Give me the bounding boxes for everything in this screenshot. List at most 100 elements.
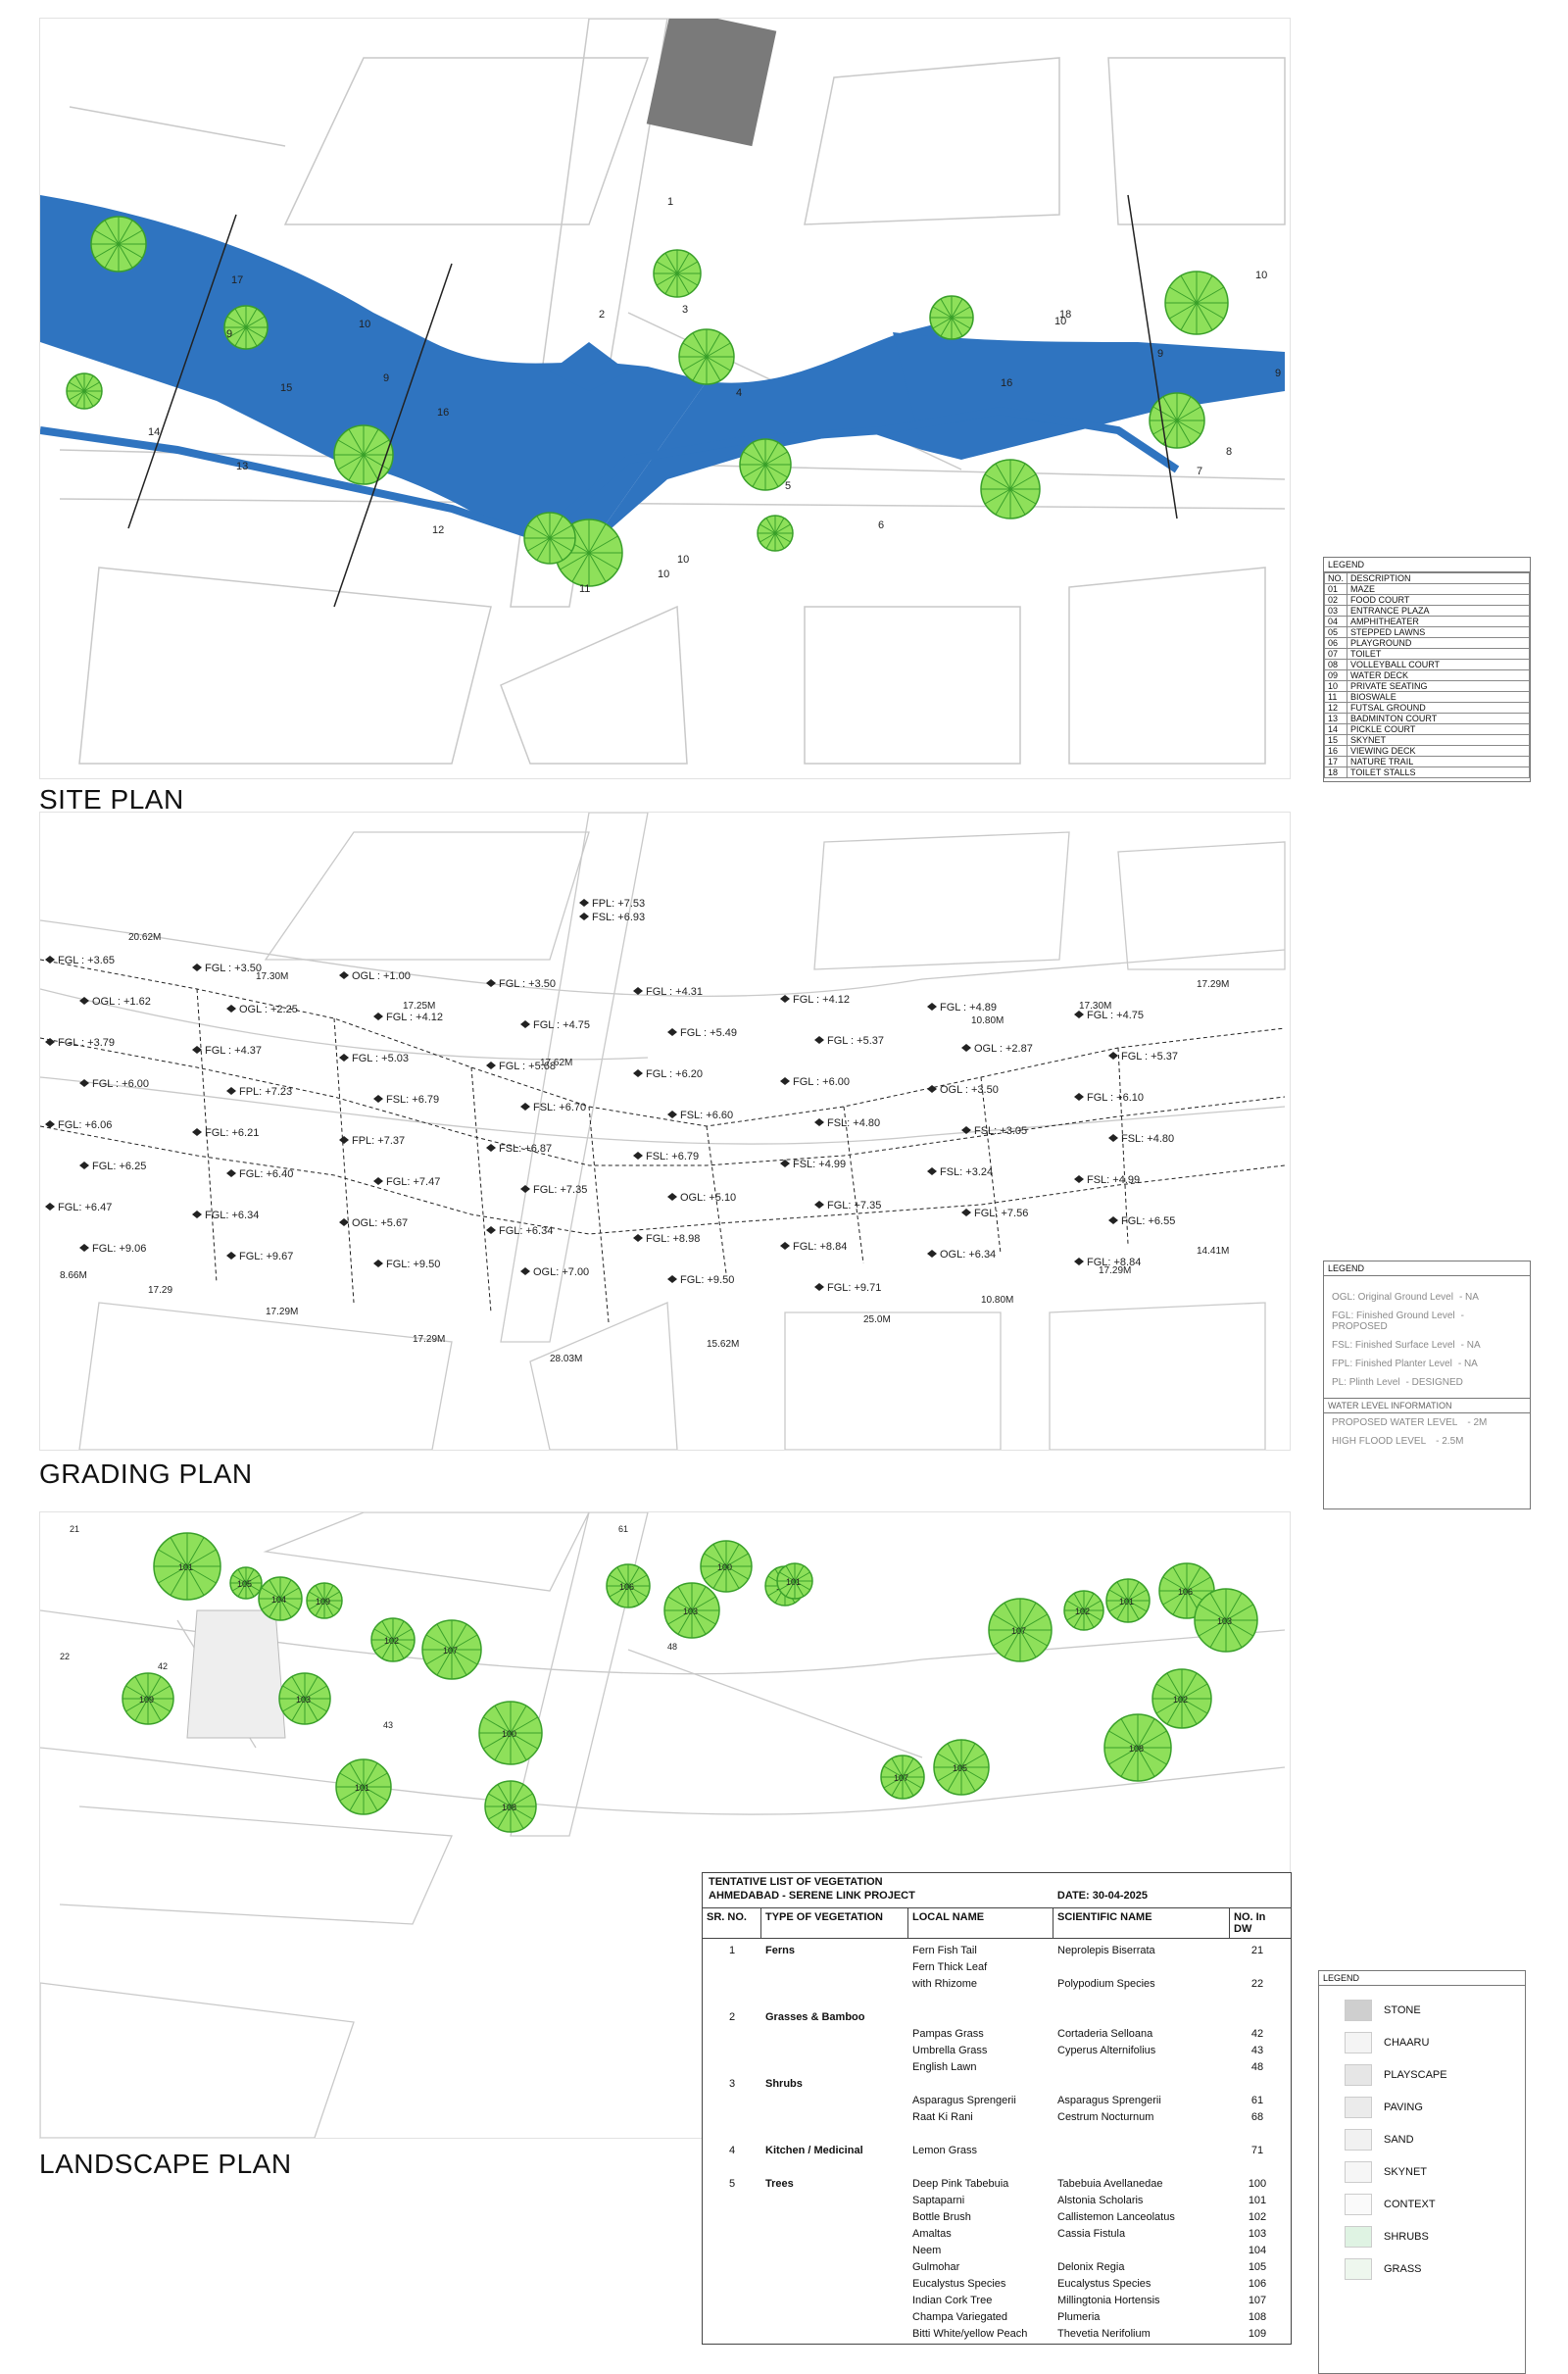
grading-level: FGL : +5.37 [1108,1051,1178,1063]
local-name: Pampas Grass [912,2028,984,2040]
local-name: Bitti White/yellow Peach [912,2328,1028,2340]
grading-level-text: FGL: +6.34 [205,1210,259,1221]
legend-value: - NA [1458,1292,1479,1303]
grading-level: FGL: +6.25 [79,1161,146,1172]
grading-level: FPL: +7.23 [226,1086,292,1098]
tree-symbol [478,1701,543,1765]
grading-level-text: FGL : +3.50 [499,978,556,990]
grading-level: FGL : +5.03 [339,1053,409,1064]
zone-number: 12 [432,524,444,536]
sr-number [703,2293,761,2309]
zone-number: 10 [658,569,669,580]
legend-code: FPL: Finished Planter Level [1332,1359,1452,1369]
legend-description: VIEWING DECK [1347,745,1530,757]
material-label: SAND [1384,2133,1414,2146]
scientific-name: Millingtonia Hortensis [1057,2295,1160,2306]
scientific-name: Tabebuia Avellanedae [1057,2178,1163,2190]
water-label: PROPOSED WATER LEVEL [1332,1417,1458,1428]
tree-code: 106 [619,1582,634,1592]
material-label: CONTEXT [1384,2198,1436,2210]
scientific-name [1054,1959,1230,1976]
material-swatch [1345,2193,1372,2215]
sr-number [703,2276,761,2293]
tree-symbol [421,1619,482,1680]
legend-description: BADMINTON COURT [1347,713,1530,724]
grading-dimension: 17.29M [266,1307,298,1317]
grading-level-text: OGL : +1.62 [92,996,151,1008]
local-name [908,2159,1054,2176]
grading-grid [40,959,1286,1323]
grading-level-text: FGL : +5.37 [827,1035,884,1047]
quantity [1230,1993,1285,2009]
tree-symbol [66,372,103,410]
legend-number: 13 [1323,713,1348,724]
grading-level: FGL : +3.65 [45,955,115,966]
tree-symbol [306,1582,343,1619]
grading-level: FGL : +4.37 [192,1045,262,1057]
site-legend-col-no: NO. [1323,572,1348,584]
grading-legend-item: FGL: Finished Ground Level- PROPOSED [1324,1307,1530,1336]
local-name: Champa Variegated [912,2311,1008,2323]
zone-number: 16 [1001,377,1012,389]
plant-code: 61 [618,1524,628,1534]
zone-number: 7 [1197,466,1202,477]
col-local-name: LOCAL NAME [908,1908,1054,1938]
grading-level-text: OGL : +2.87 [974,1043,1033,1055]
vegetation-type: Shrubs [765,2078,803,2090]
water-value: - 2.5M [1436,1436,1464,1447]
material-legend-item: SKYNET [1319,2155,1525,2188]
grading-level-text: FSL: +6.79 [646,1151,699,1162]
tree-code: 102 [384,1636,399,1646]
site-plan-title: SITE PLAN [39,784,184,815]
grading-legend-header: LEGEND [1324,1261,1530,1276]
legend-description: AMPHITHEATER [1347,616,1530,627]
grading-level: FGL : +4.12 [373,1012,443,1023]
sr-number: 2 [728,2011,736,2023]
sr-number [703,2126,761,2143]
legend-description: ENTRANCE PLAZA [1347,605,1530,617]
tree-symbol [1194,1588,1258,1653]
quantity: 106 [1248,2278,1267,2290]
grading-level-text: OGL : +1.00 [352,970,411,982]
legend-number: 02 [1323,594,1348,606]
grading-level-text: FPL: +7.23 [239,1086,292,1098]
grading-plan-title: GRADING PLAN [39,1459,253,1489]
grading-level: FSL: +4.99 [780,1159,846,1170]
tree-symbol [1105,1578,1151,1623]
grading-level: FGL : +4.75 [1074,1010,1144,1021]
vegetation-type: Ferns [765,1945,795,1956]
legend-description: VOLLEYBALL COURT [1347,659,1530,670]
zone-number: 4 [736,387,742,399]
grading-level: OGL : +2.25 [226,1004,298,1015]
grading-level: FGL: +6.06 [45,1119,112,1131]
quantity: 107 [1248,2295,1267,2306]
zone-number: 14 [148,426,160,438]
grading-dimension: 17.25M [403,1001,435,1012]
grading-dimension: 17.29M [413,1334,445,1345]
grading-level: FSL: +6.87 [486,1143,552,1155]
tree-symbol [258,1576,303,1621]
vegetation-table-title: TENTATIVE LIST OF VEGETATION [709,1876,883,1888]
vegetation-type [761,2193,908,2209]
sr-number [703,2309,761,2326]
legend-code: PL: Plinth Level [1332,1377,1400,1388]
legend-description: MAZE [1347,583,1530,595]
scientific-name: Alstonia Scholaris [1057,2195,1144,2206]
material-swatch [1345,2225,1372,2248]
scientific-name: Cortaderia Selloana [1057,2028,1153,2040]
grading-level-text: OGL: +6.34 [940,1249,996,1261]
sr-number [703,1993,761,2009]
tree-symbol [606,1563,651,1608]
